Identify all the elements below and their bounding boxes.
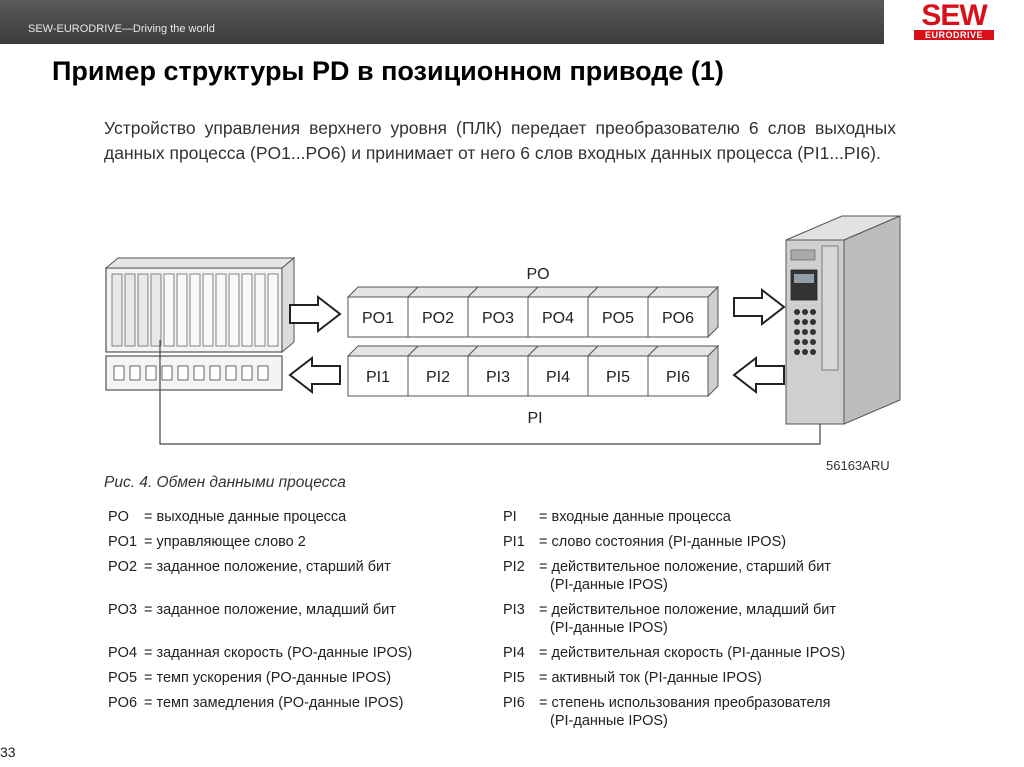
figure-id: 56163ARU xyxy=(826,458,890,473)
po-cell-4: PO4 xyxy=(526,286,600,338)
legend-key: PI5 xyxy=(503,670,525,686)
pi-cell-label: PI1 xyxy=(366,369,390,386)
po-cell-5: PO5 xyxy=(586,286,660,338)
legend-key: PO3 xyxy=(108,602,138,618)
intro-paragraph: Устройство управления верхнего уровня (П… xyxy=(104,118,896,163)
po-cell-label: PO2 xyxy=(422,310,454,327)
pi-label: PI xyxy=(527,410,542,427)
po-cell-label: PO1 xyxy=(362,310,394,327)
page-number: 33 xyxy=(0,744,16,760)
legend-value: = заданная скорость (PO-данные IPOS) xyxy=(144,645,413,661)
legend-key: PO4 xyxy=(108,645,138,661)
legend-value-cont: (PI-данные IPOS) xyxy=(550,713,668,729)
header-tagline: SEW-EURODRIVE—Driving the world xyxy=(28,23,215,35)
legend-value: = степень использования преобразователя xyxy=(539,695,831,711)
legend-value: = управляющее слово 2 xyxy=(144,534,306,550)
pi-cell-label: PI3 xyxy=(486,369,510,386)
pi-cell-label: PI2 xyxy=(426,369,450,386)
po-cell-label: PO5 xyxy=(602,310,634,327)
drive-inverter-image xyxy=(785,215,901,425)
po-cell-1: PO1 xyxy=(346,286,420,338)
po-data-row: PO1 PO2 PO3 PO4 PO5 PO6 xyxy=(346,285,720,339)
legend-value: = выходные данные процесса xyxy=(144,509,347,525)
legend-key: PI2 xyxy=(503,559,525,575)
legend-value: = действительная скорость (PI-данные IPO… xyxy=(539,645,846,661)
pi-cell-3: PI3 xyxy=(466,345,540,397)
legend-key: PO2 xyxy=(108,559,138,575)
po-cell-label: PO6 xyxy=(662,310,694,327)
legend-value: = заданное положение, старший бит xyxy=(144,559,391,575)
legend-value: = активный ток (PI-данные IPOS) xyxy=(539,670,762,686)
page-title: Пример структуры PD в позиционном привод… xyxy=(52,56,724,86)
pi-arrow-left-icon xyxy=(288,355,341,395)
pi-cell-label: PI6 xyxy=(666,369,690,386)
legend-value: = действительное положение, старший бит xyxy=(539,559,831,575)
po-arrow-left-icon xyxy=(289,294,342,334)
pi-cell-2: PI2 xyxy=(406,345,480,397)
legend-key: PI1 xyxy=(503,534,525,550)
logo-text-sew: SEW xyxy=(921,0,987,32)
po-cell-label: PO3 xyxy=(482,310,514,327)
po-cell-2: PO2 xyxy=(406,286,480,338)
legend-value: = темп замедления (PO-данные IPOS) xyxy=(144,695,404,711)
po-cell-6: PO6 xyxy=(646,285,720,339)
plc-rack-image xyxy=(104,256,296,391)
legend-key: PO5 xyxy=(108,670,138,686)
legend-value: = входные данные процесса xyxy=(539,509,731,525)
po-cell-label: PO4 xyxy=(542,310,574,327)
pi-cell-label: PI4 xyxy=(546,369,570,386)
legend-key: PO xyxy=(108,509,129,525)
legend-key: PI6 xyxy=(503,695,525,711)
pi-cell-4: PI4 xyxy=(526,345,600,397)
po-arrow-right-icon xyxy=(733,287,786,327)
legend-value-cont: (PI-данные IPOS) xyxy=(550,620,668,636)
header-bar: SEW-EURODRIVE—Driving the world xyxy=(0,0,884,44)
sew-logo: SEW EURODRIVE xyxy=(914,0,994,40)
legend-key: PO1 xyxy=(108,534,138,550)
legend-key: PI4 xyxy=(503,645,525,661)
pi-arrow-right-icon xyxy=(732,355,785,395)
logo-text-eurodrive: EURODRIVE xyxy=(914,30,994,40)
po-cell-3: PO3 xyxy=(466,286,540,338)
legend-value: = действительное положение, младший бит xyxy=(539,602,837,618)
pi-data-row: PI1 PI2 PI3 PI4 PI5 PI6 xyxy=(346,344,720,398)
figure-caption: Рис. 4. Обмен данными процесса xyxy=(104,474,346,491)
legend-key: PI xyxy=(503,509,517,525)
legend-value: = слово состояния (PI-данные IPOS) xyxy=(539,534,787,550)
po-label: PO xyxy=(526,266,549,283)
pi-cell-6: PI6 xyxy=(646,344,720,398)
legend-value-cont: (PI-данные IPOS) xyxy=(550,577,668,593)
legend-value: = темп ускорения (PO-данные IPOS) xyxy=(144,670,392,686)
legend-key: PO6 xyxy=(108,695,138,711)
legend-key: PI3 xyxy=(503,602,525,618)
pi-cell-label: PI5 xyxy=(606,369,630,386)
legend-value: = заданное положение, младший бит xyxy=(144,602,396,618)
